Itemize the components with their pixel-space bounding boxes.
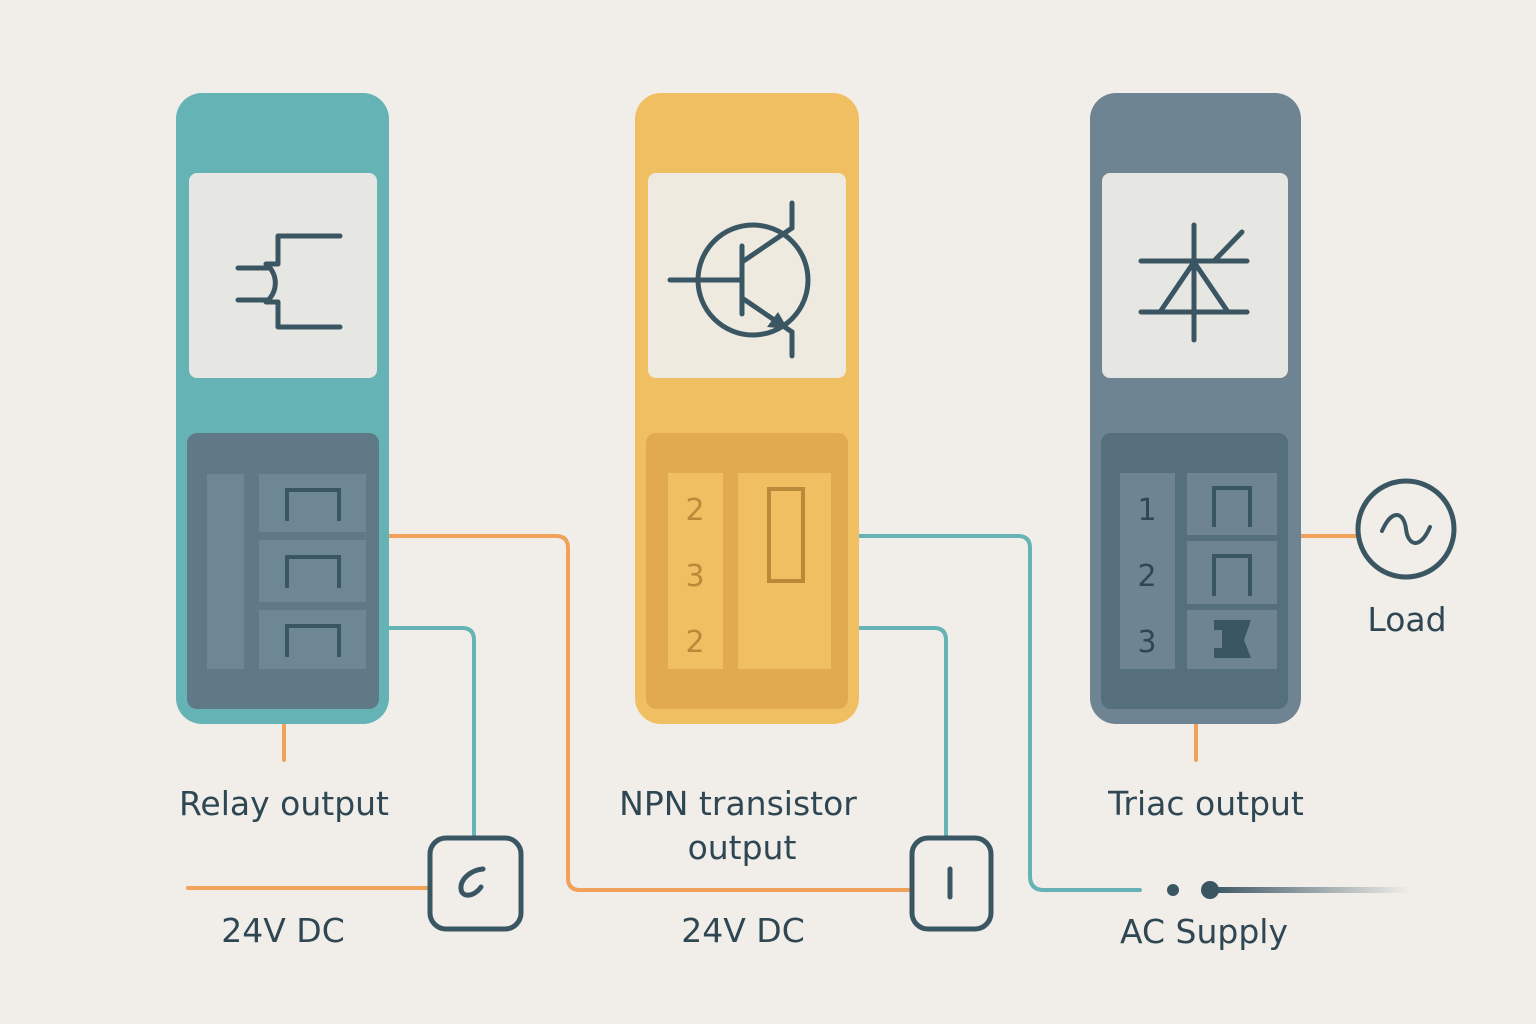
npn-terminal-slot-icon bbox=[767, 487, 805, 583]
npn-terminal-number-2: 3 bbox=[685, 559, 704, 594]
relay-teal-wire bbox=[386, 626, 476, 840]
triac-terminal-2 bbox=[1187, 541, 1277, 604]
relay-terminal-3-screw-icon bbox=[285, 624, 341, 657]
relay-orange-wire bbox=[386, 534, 914, 892]
ac-supply-label: AC Supply bbox=[1120, 912, 1288, 951]
npn-transistor-icon bbox=[667, 200, 811, 359]
relay-terminal-1 bbox=[259, 474, 366, 532]
npn-symbol-panel bbox=[648, 173, 846, 378]
triac-output-label: Triac output bbox=[1107, 784, 1304, 823]
relay-switch-hook-icon bbox=[458, 866, 486, 898]
triac-terminal-number-2: 2 bbox=[1137, 559, 1156, 594]
npn-emitter-arrow-icon bbox=[767, 312, 788, 329]
relay-terminal-2-screw-icon bbox=[285, 555, 341, 588]
triac-terminal-1-screw-icon bbox=[1212, 486, 1252, 527]
triac-terminal-number-strip bbox=[1120, 473, 1175, 669]
npn-terminal-number-1: 2 bbox=[685, 493, 704, 528]
triac-module: 1 2 3 bbox=[1090, 93, 1301, 724]
triac-icon bbox=[1138, 222, 1250, 343]
ac-sine-icon bbox=[1380, 513, 1432, 545]
triac-terminal-2-screw-icon bbox=[1212, 554, 1252, 596]
npn-module: 2 3 2 bbox=[635, 93, 859, 724]
relay-terminals bbox=[259, 474, 366, 669]
relay-contact-icon bbox=[235, 233, 343, 330]
npn-switch bbox=[909, 835, 994, 932]
relay-switch bbox=[427, 835, 524, 932]
ac-supply-terminal bbox=[1167, 881, 1410, 899]
triac-terminal-number-3: 3 bbox=[1137, 625, 1156, 660]
relay-supply-label: 24V DC bbox=[221, 911, 345, 950]
relay-output-label: Relay output bbox=[179, 784, 389, 823]
npn-terminal-number-3: 2 bbox=[685, 625, 704, 660]
relay-module bbox=[176, 93, 389, 724]
relay-terminal-2 bbox=[259, 540, 366, 602]
load-label: Load bbox=[1367, 600, 1446, 639]
load: Load bbox=[1355, 478, 1457, 639]
ac-supply-line bbox=[1210, 887, 1410, 893]
relay-symbol-panel bbox=[189, 173, 377, 378]
npn-teal-wire-lower bbox=[858, 626, 948, 840]
relay-switch-box bbox=[427, 835, 524, 932]
npn-teal-wire-upper bbox=[858, 534, 1142, 892]
npn-supply-label: 24V DC bbox=[681, 911, 805, 950]
triac-terminal-number-1: 1 bbox=[1137, 493, 1156, 528]
npn-terminal-panel bbox=[738, 473, 831, 669]
triac-terminal-1 bbox=[1187, 473, 1277, 535]
npn-terminal-number-strip bbox=[668, 473, 723, 669]
relay-terminal-1-screw-icon bbox=[285, 488, 341, 521]
npn-output-label-line1: NPN transistor bbox=[619, 784, 857, 823]
ac-terminal-dot-left bbox=[1167, 884, 1179, 896]
npn-output-label-line2: output bbox=[688, 828, 797, 867]
relay-terminal-strip bbox=[207, 474, 244, 669]
relay-terminal-3 bbox=[259, 610, 366, 669]
wires bbox=[186, 534, 1362, 892]
triac-terminal-3-screw-icon bbox=[1214, 620, 1251, 658]
